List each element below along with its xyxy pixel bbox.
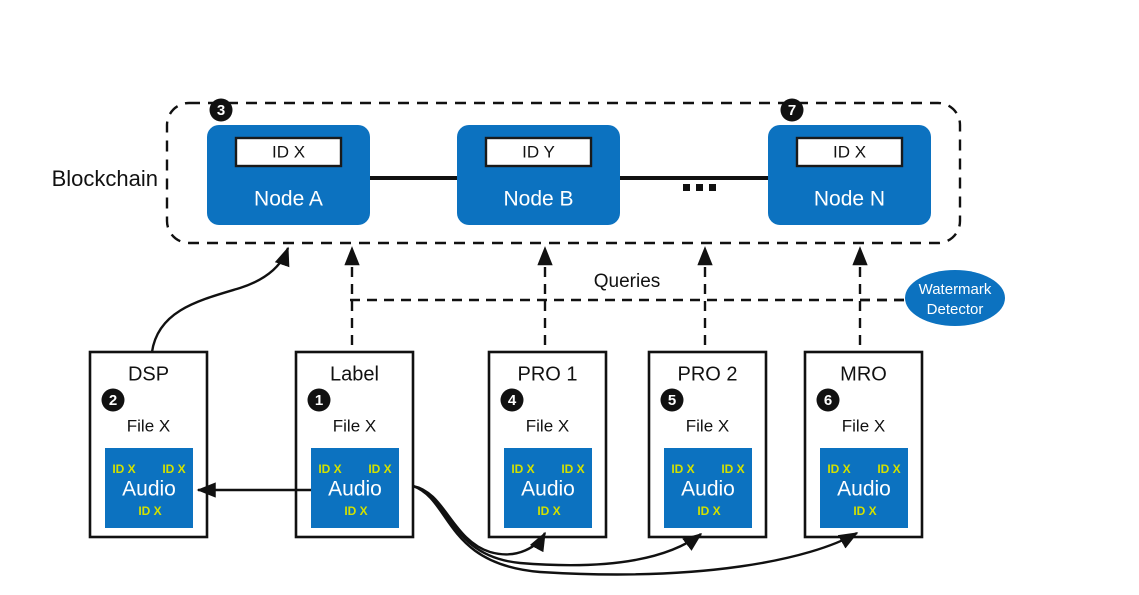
entity-pro-2-title: PRO 2	[677, 363, 737, 385]
entity-mro-audio-block	[820, 448, 908, 528]
step-badge-3: 3	[209, 98, 233, 122]
entity-label-badge: 1	[307, 388, 331, 412]
entity-label-file-label: File X	[333, 416, 376, 435]
blockchain-label: Blockchain	[52, 166, 158, 191]
entity-pro-1-audio-label: Audio	[521, 478, 575, 501]
chain-ellipsis	[683, 184, 716, 191]
entity-label-title: Label	[330, 363, 379, 385]
entity-dsp-tag-1: ID X	[112, 462, 135, 476]
entity-mro-tag-3: ID X	[853, 504, 876, 518]
entity-pro-2-file-label: File X	[686, 416, 729, 435]
entity-label[interactable]: Label 1 File X ID X ID X Audio ID X	[294, 350, 415, 539]
arrow-label-to-pro-1	[412, 484, 547, 556]
watermark-detector[interactable]: Watermark Detector	[905, 270, 1005, 326]
entity-mro-title: MRO	[840, 363, 887, 385]
entity-pro-1-file-label: File X	[526, 416, 569, 435]
node-a-name: Node A	[254, 188, 323, 211]
entity-pro-1-tag-2: ID X	[561, 462, 584, 476]
node-b-id-box	[484, 136, 593, 168]
step-badge-7: 7	[780, 98, 804, 122]
entity-pro-1-tag-1: ID X	[511, 462, 534, 476]
entity-pro-2-audio-block	[664, 448, 752, 528]
arrow-label-to-pro-2	[412, 484, 703, 567]
entity-dsp-title: DSP	[128, 363, 169, 385]
entity-dsp-file-label: File X	[127, 416, 170, 435]
entity-label-tag-2: ID X	[368, 462, 391, 476]
node-b-name: Node B	[503, 188, 573, 211]
entity-mro-badge-number: 6	[824, 392, 832, 409]
watermark-detector-line2: Detector	[927, 301, 984, 318]
node-n-id-box	[795, 136, 904, 168]
entity-mro-tag-1: ID X	[827, 462, 850, 476]
entity-pro-2-tag-2: ID X	[721, 462, 744, 476]
entity-mro-badge: 6	[816, 388, 840, 412]
node-n-name: Node N	[814, 188, 885, 211]
entity-pro-1-badge: 4	[500, 388, 524, 412]
entity-label-badge-number: 1	[315, 392, 323, 409]
entity-mro-audio-label: Audio	[837, 478, 891, 501]
blockchain-node-n[interactable]: ID X Node N	[768, 125, 931, 225]
entity-dsp[interactable]: DSP 2 File X ID X ID X Audio ID X	[88, 350, 209, 539]
watermark-detector-line1: Watermark	[919, 281, 992, 298]
node-b-id-label: ID Y	[522, 142, 555, 161]
entity-pro-2-audio-label: Audio	[681, 478, 735, 501]
entity-mro[interactable]: MRO 6 File X ID X ID X Audio ID X	[803, 350, 924, 539]
entity-dsp-badge-number: 2	[109, 392, 117, 409]
entity-pro-2-badge-number: 5	[668, 392, 676, 409]
entity-mro-tag-2: ID X	[877, 462, 900, 476]
node-a-id-box	[234, 136, 343, 168]
node-a-id-label: ID X	[272, 142, 305, 161]
entity-pro-1[interactable]: PRO 1 4 File X ID X ID X Audio ID X	[487, 350, 608, 539]
entity-label-tag-1: ID X	[318, 462, 341, 476]
entity-dsp-badge: 2	[101, 388, 125, 412]
entity-pro-2[interactable]: PRO 2 5 File X ID X ID X Audio ID X	[647, 350, 768, 539]
entity-dsp-audio-block	[105, 448, 193, 528]
blockchain-node-a[interactable]: ID X Node A	[207, 125, 370, 225]
blockchain-node-b[interactable]: ID Y Node B	[457, 125, 620, 225]
step-badge-7-number: 7	[788, 102, 796, 119]
arrow-dsp-to-node-a	[150, 246, 290, 353]
entity-pro-1-badge-number: 4	[508, 392, 517, 409]
entity-pro-2-tag-1: ID X	[671, 462, 694, 476]
queries-dashed-network	[344, 246, 930, 345]
entity-pro-1-tag-3: ID X	[537, 504, 560, 518]
step-badge-3-number: 3	[217, 102, 225, 119]
entity-pro-1-audio-block	[504, 448, 592, 528]
entity-pro-2-tag-3: ID X	[697, 504, 720, 518]
entity-dsp-tag-3: ID X	[138, 504, 161, 518]
node-n-id-label: ID X	[833, 142, 866, 161]
entity-pro-1-title: PRO 1	[517, 363, 577, 385]
entity-label-audio-block	[311, 448, 399, 528]
entity-label-audio-label: Audio	[328, 478, 382, 501]
watermark-detector-shape	[905, 270, 1005, 326]
entity-label-tag-3: ID X	[344, 504, 367, 518]
entity-pro-2-badge: 5	[660, 388, 684, 412]
queries-label: Queries	[594, 271, 661, 292]
entity-dsp-tag-2: ID X	[162, 462, 185, 476]
entity-mro-file-label: File X	[842, 416, 885, 435]
arrow-label-to-mro	[412, 484, 859, 576]
entity-dsp-audio-label: Audio	[122, 478, 176, 501]
